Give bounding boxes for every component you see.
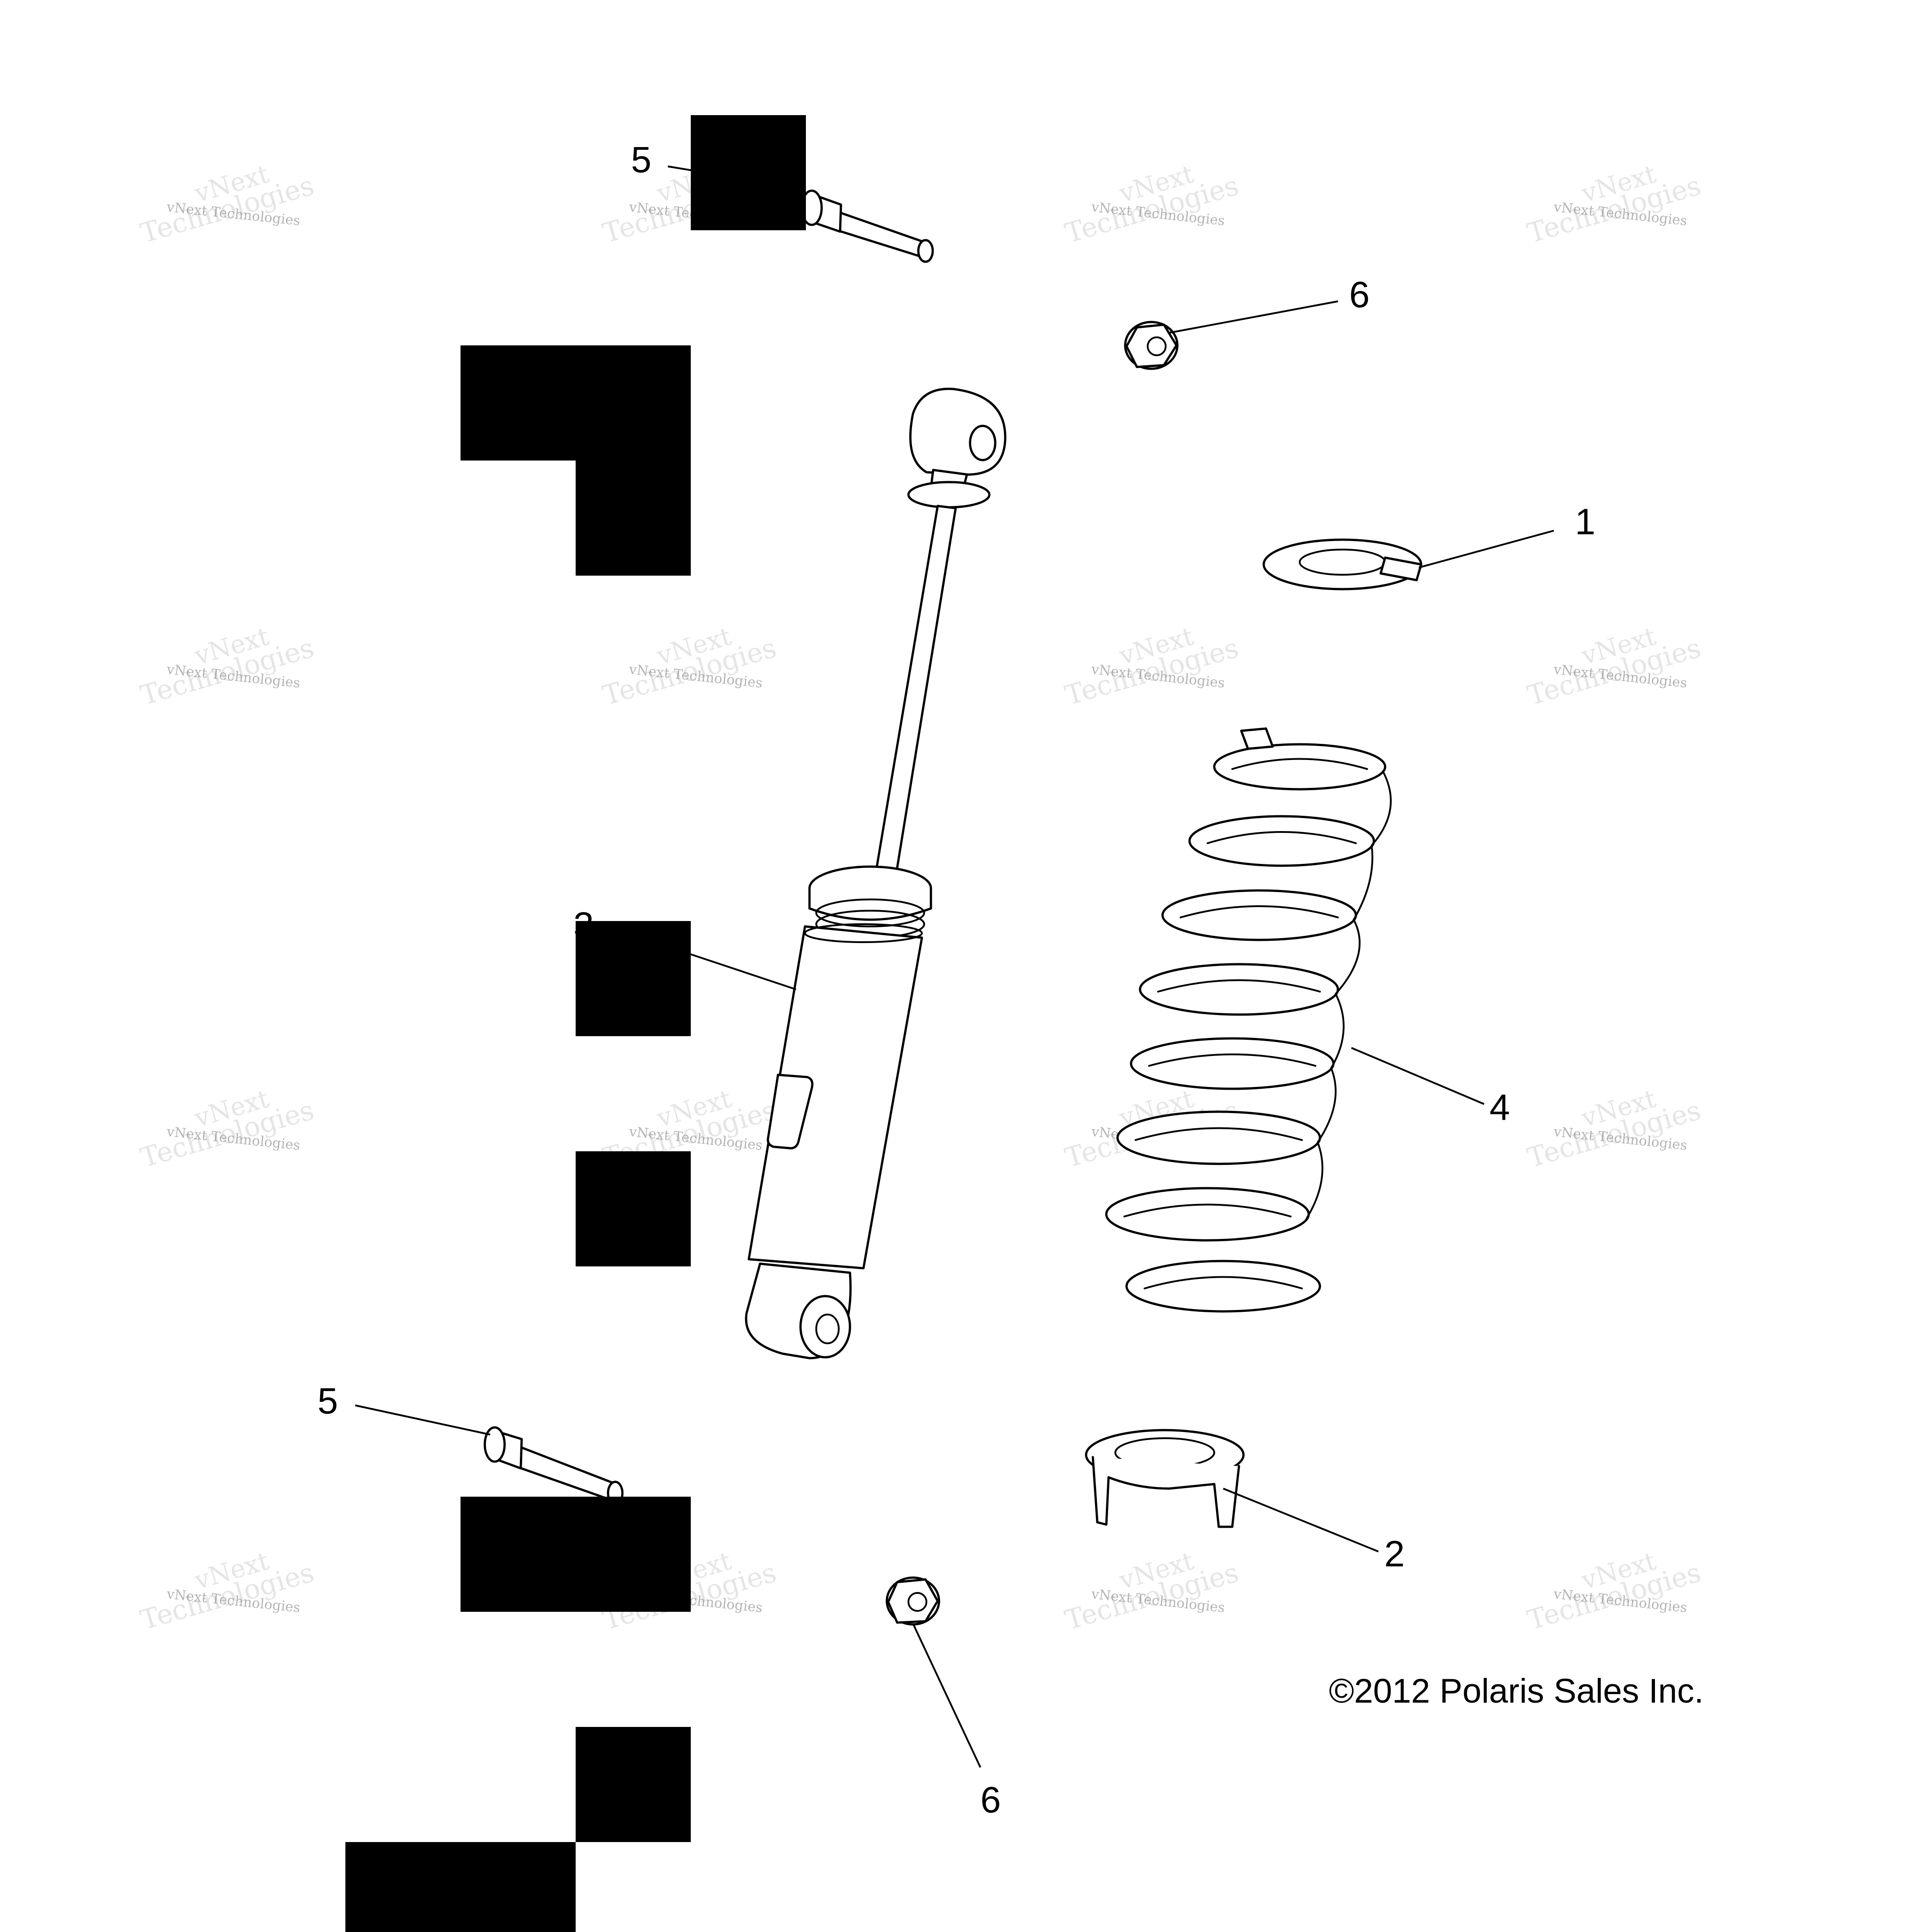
- spring-coil: [1213, 743, 1386, 791]
- callout-4: 4: [1489, 1087, 1510, 1128]
- callout-5-top: 5: [631, 139, 652, 180]
- nut-bottom: [886, 1576, 940, 1626]
- callout-1: 1: [1575, 501, 1596, 542]
- bolt-top: [801, 189, 934, 263]
- callout-6-bottom: 6: [980, 1780, 1001, 1820]
- spring-coil-inner: [1231, 758, 1368, 770]
- spring-coil: [1139, 963, 1339, 1016]
- upper-spring-retainer: [1262, 538, 1422, 590]
- spring-coil-sides: [1306, 770, 1392, 1220]
- spring-coil-inner: [1144, 1276, 1303, 1289]
- spring-coil-inner: [1157, 979, 1321, 993]
- spring-coil: [1105, 1187, 1310, 1242]
- spring-coil-inner: [1135, 1127, 1303, 1141]
- spring-coil-inner: [1123, 1203, 1292, 1217]
- copyright-text: ©2012 Polaris Sales Inc.: [1329, 1672, 1704, 1710]
- spring-coil-inner: [1207, 831, 1357, 844]
- shock-absorber: [745, 388, 1006, 1360]
- callout-2: 2: [1384, 1534, 1405, 1574]
- callout-5-bottom: 5: [318, 1381, 338, 1422]
- spring-coil: [1188, 815, 1375, 867]
- spring-coil-inner: [1148, 1053, 1316, 1067]
- bolt-bottom: [483, 1426, 624, 1506]
- redaction-blocks: [345, 115, 806, 1932]
- callout-6-top: 6: [1349, 274, 1370, 315]
- coil-spring: [1105, 727, 1392, 1313]
- spring-end: [1240, 727, 1274, 750]
- spring-coil: [1116, 1110, 1321, 1165]
- spring-coil: [1125, 1260, 1321, 1313]
- spring-coil-inner: [1180, 905, 1339, 918]
- lower-spring-retainer: [1085, 1429, 1245, 1528]
- nut-top: [1124, 321, 1179, 370]
